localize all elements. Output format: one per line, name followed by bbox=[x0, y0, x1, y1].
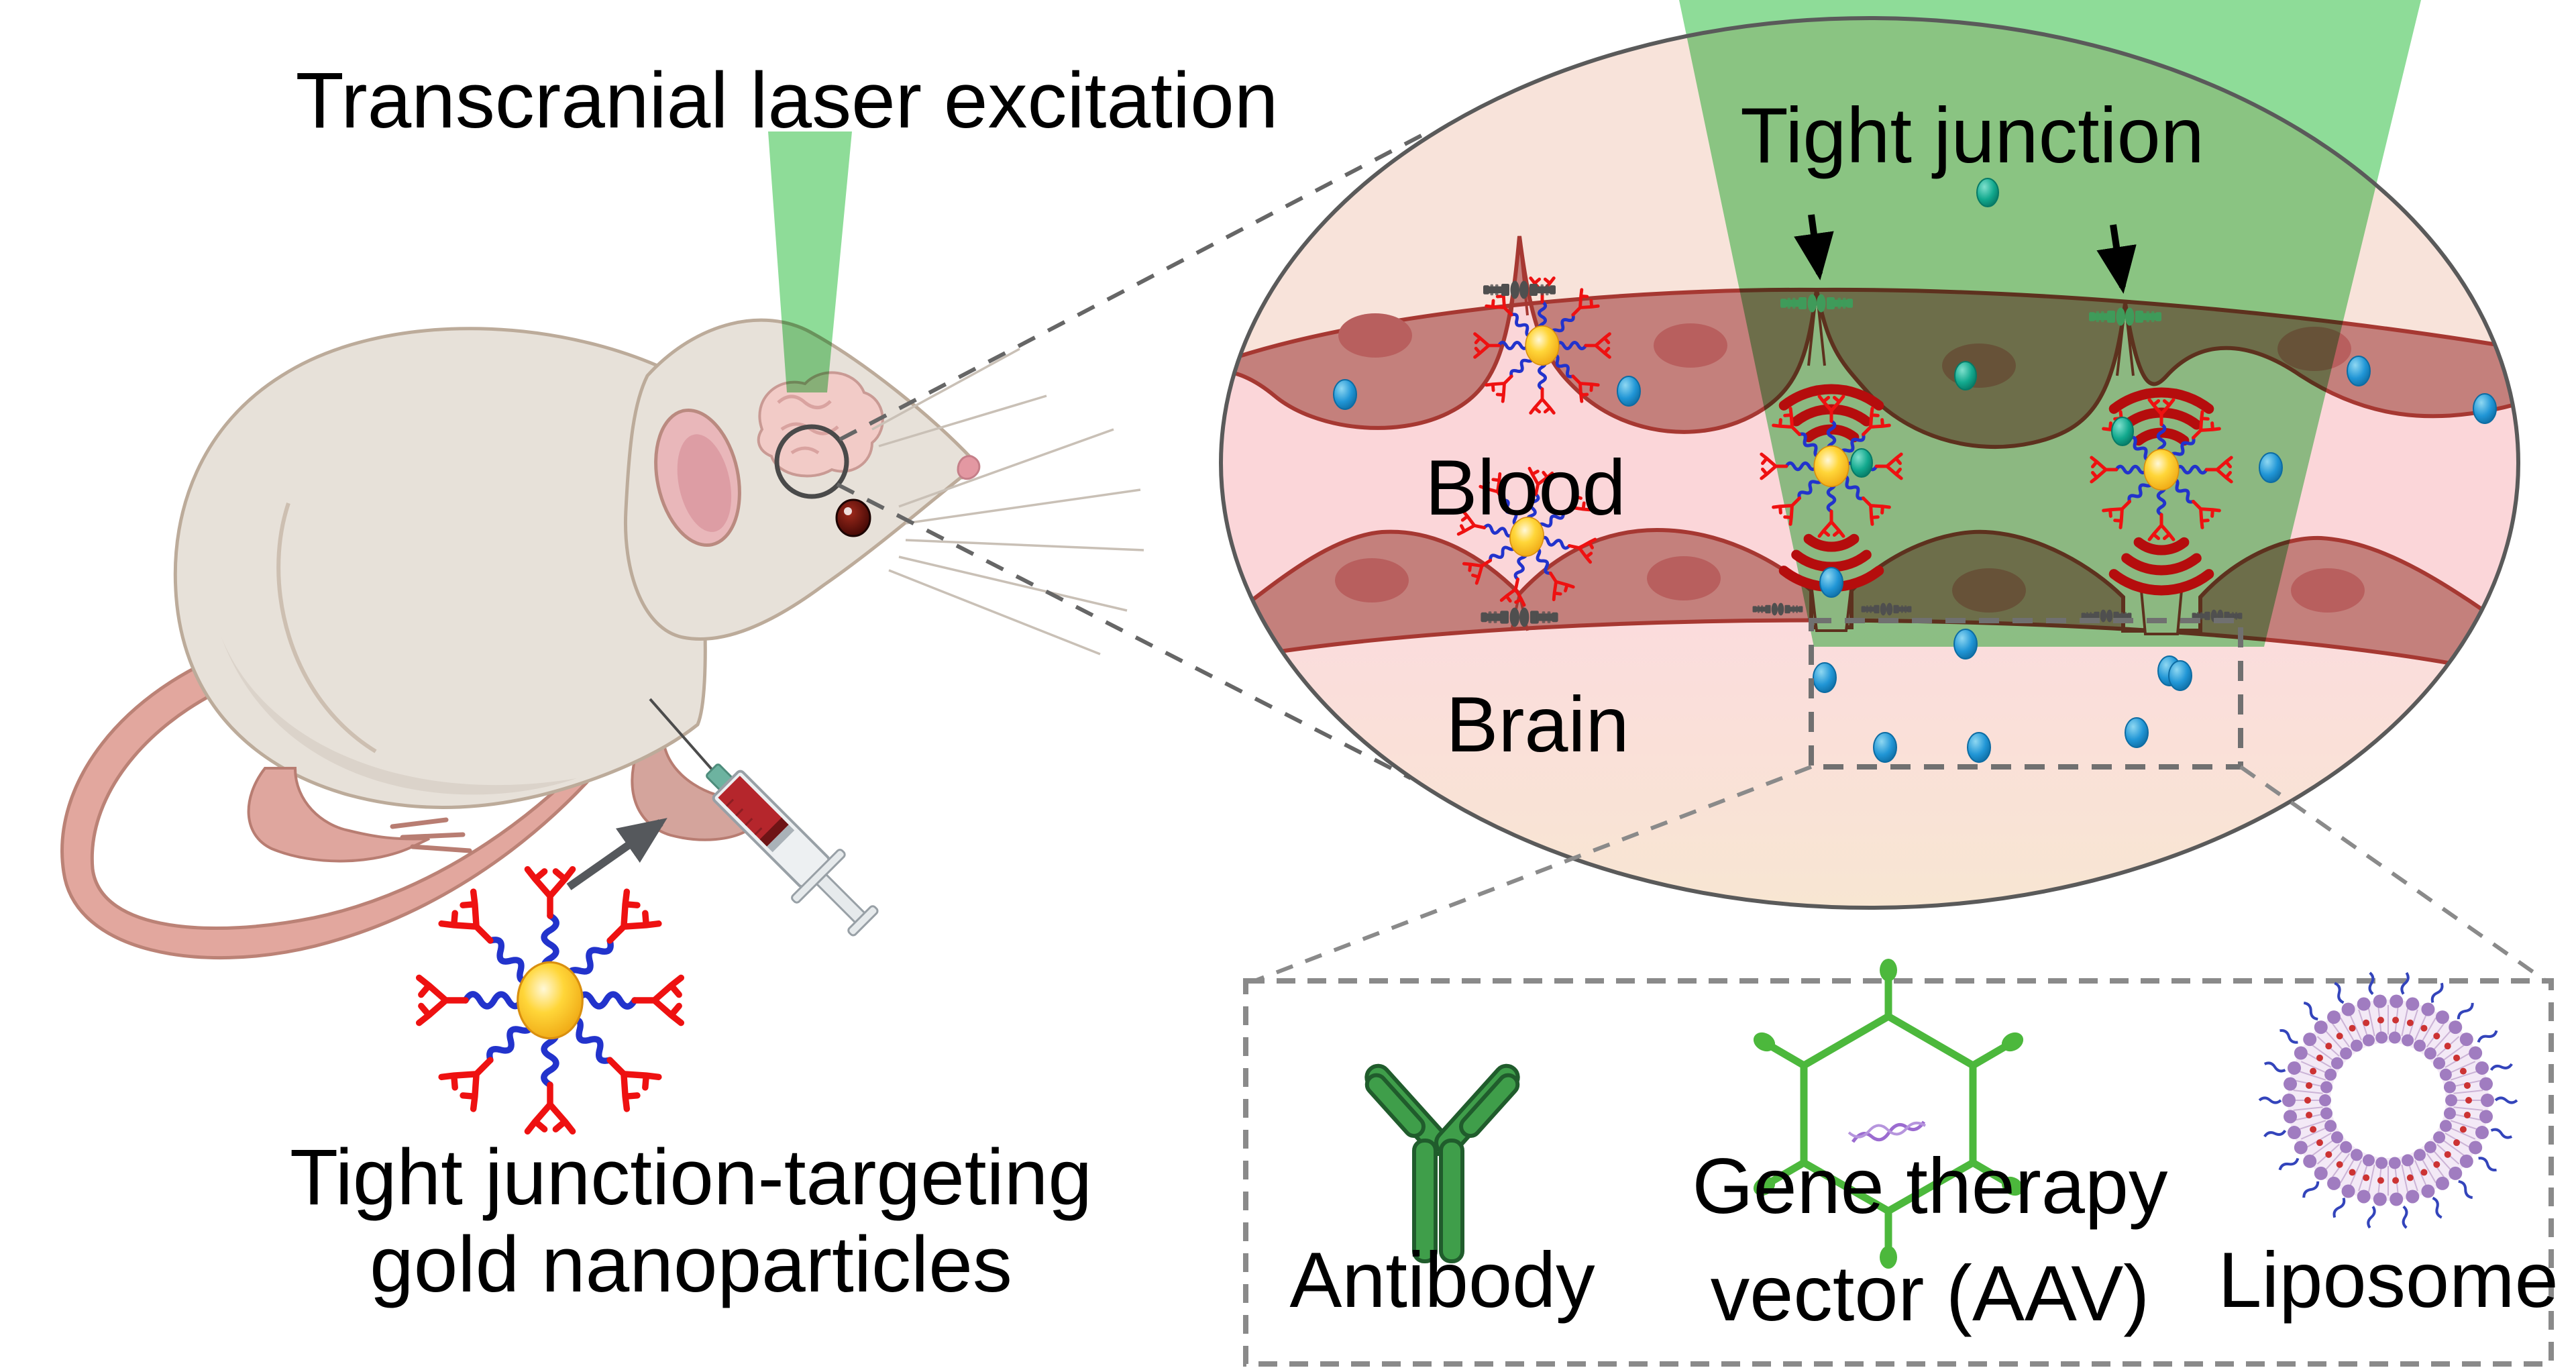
gold-nanoparticle-icon bbox=[419, 869, 682, 1132]
laser-cone bbox=[1679, 0, 2421, 647]
liposome-label: Liposome bbox=[2218, 1236, 2558, 1324]
injection-caption-line2: gold nanoparticles bbox=[370, 1220, 1012, 1309]
junction-arrow-left bbox=[1794, 214, 1834, 280]
brain-label: Brain bbox=[1446, 680, 1629, 768]
gene-therapy-label-line1: Gene therapy bbox=[1693, 1142, 2168, 1230]
mouse-eye bbox=[835, 498, 871, 537]
blood-label: Blood bbox=[1425, 443, 1625, 531]
legend-line-right bbox=[2239, 765, 2547, 983]
antibody-label: Antibody bbox=[1289, 1236, 1595, 1324]
zoom-line-lower bbox=[836, 482, 1412, 780]
junction-arrow-right bbox=[2096, 224, 2137, 294]
mouse-body bbox=[173, 327, 707, 809]
legend-line-left bbox=[1253, 765, 1813, 983]
mouse-nose bbox=[957, 455, 981, 480]
liposome-icon bbox=[2258, 971, 2518, 1229]
zoom-rect bbox=[1809, 618, 2243, 770]
syringe-icon bbox=[649, 698, 879, 937]
mouse-ear bbox=[654, 408, 741, 547]
title: Transcranial laser excitation bbox=[296, 56, 1279, 145]
aav-vector-icon bbox=[1753, 959, 2024, 1269]
arrow-icon bbox=[566, 818, 667, 890]
zoom-line-upper bbox=[839, 127, 1436, 441]
tight-junction-label: Tight junction bbox=[1740, 91, 2204, 179]
gene-therapy-label-line2: vector (AAV) bbox=[1711, 1249, 2149, 1337]
antibody-icon bbox=[1364, 1063, 1520, 1263]
magnifier-circle-icon bbox=[774, 424, 849, 499]
laser-beam-icon bbox=[768, 131, 852, 392]
injection-caption-line1: Tight junction-targeting bbox=[290, 1133, 1092, 1222]
mouse-icon bbox=[60, 318, 1144, 960]
legend-panel: Antibody Gene therapy vector (AAV) Lipos… bbox=[1243, 959, 2559, 1367]
oval-outline bbox=[1219, 16, 2520, 910]
mouse-whiskers bbox=[871, 348, 1144, 655]
